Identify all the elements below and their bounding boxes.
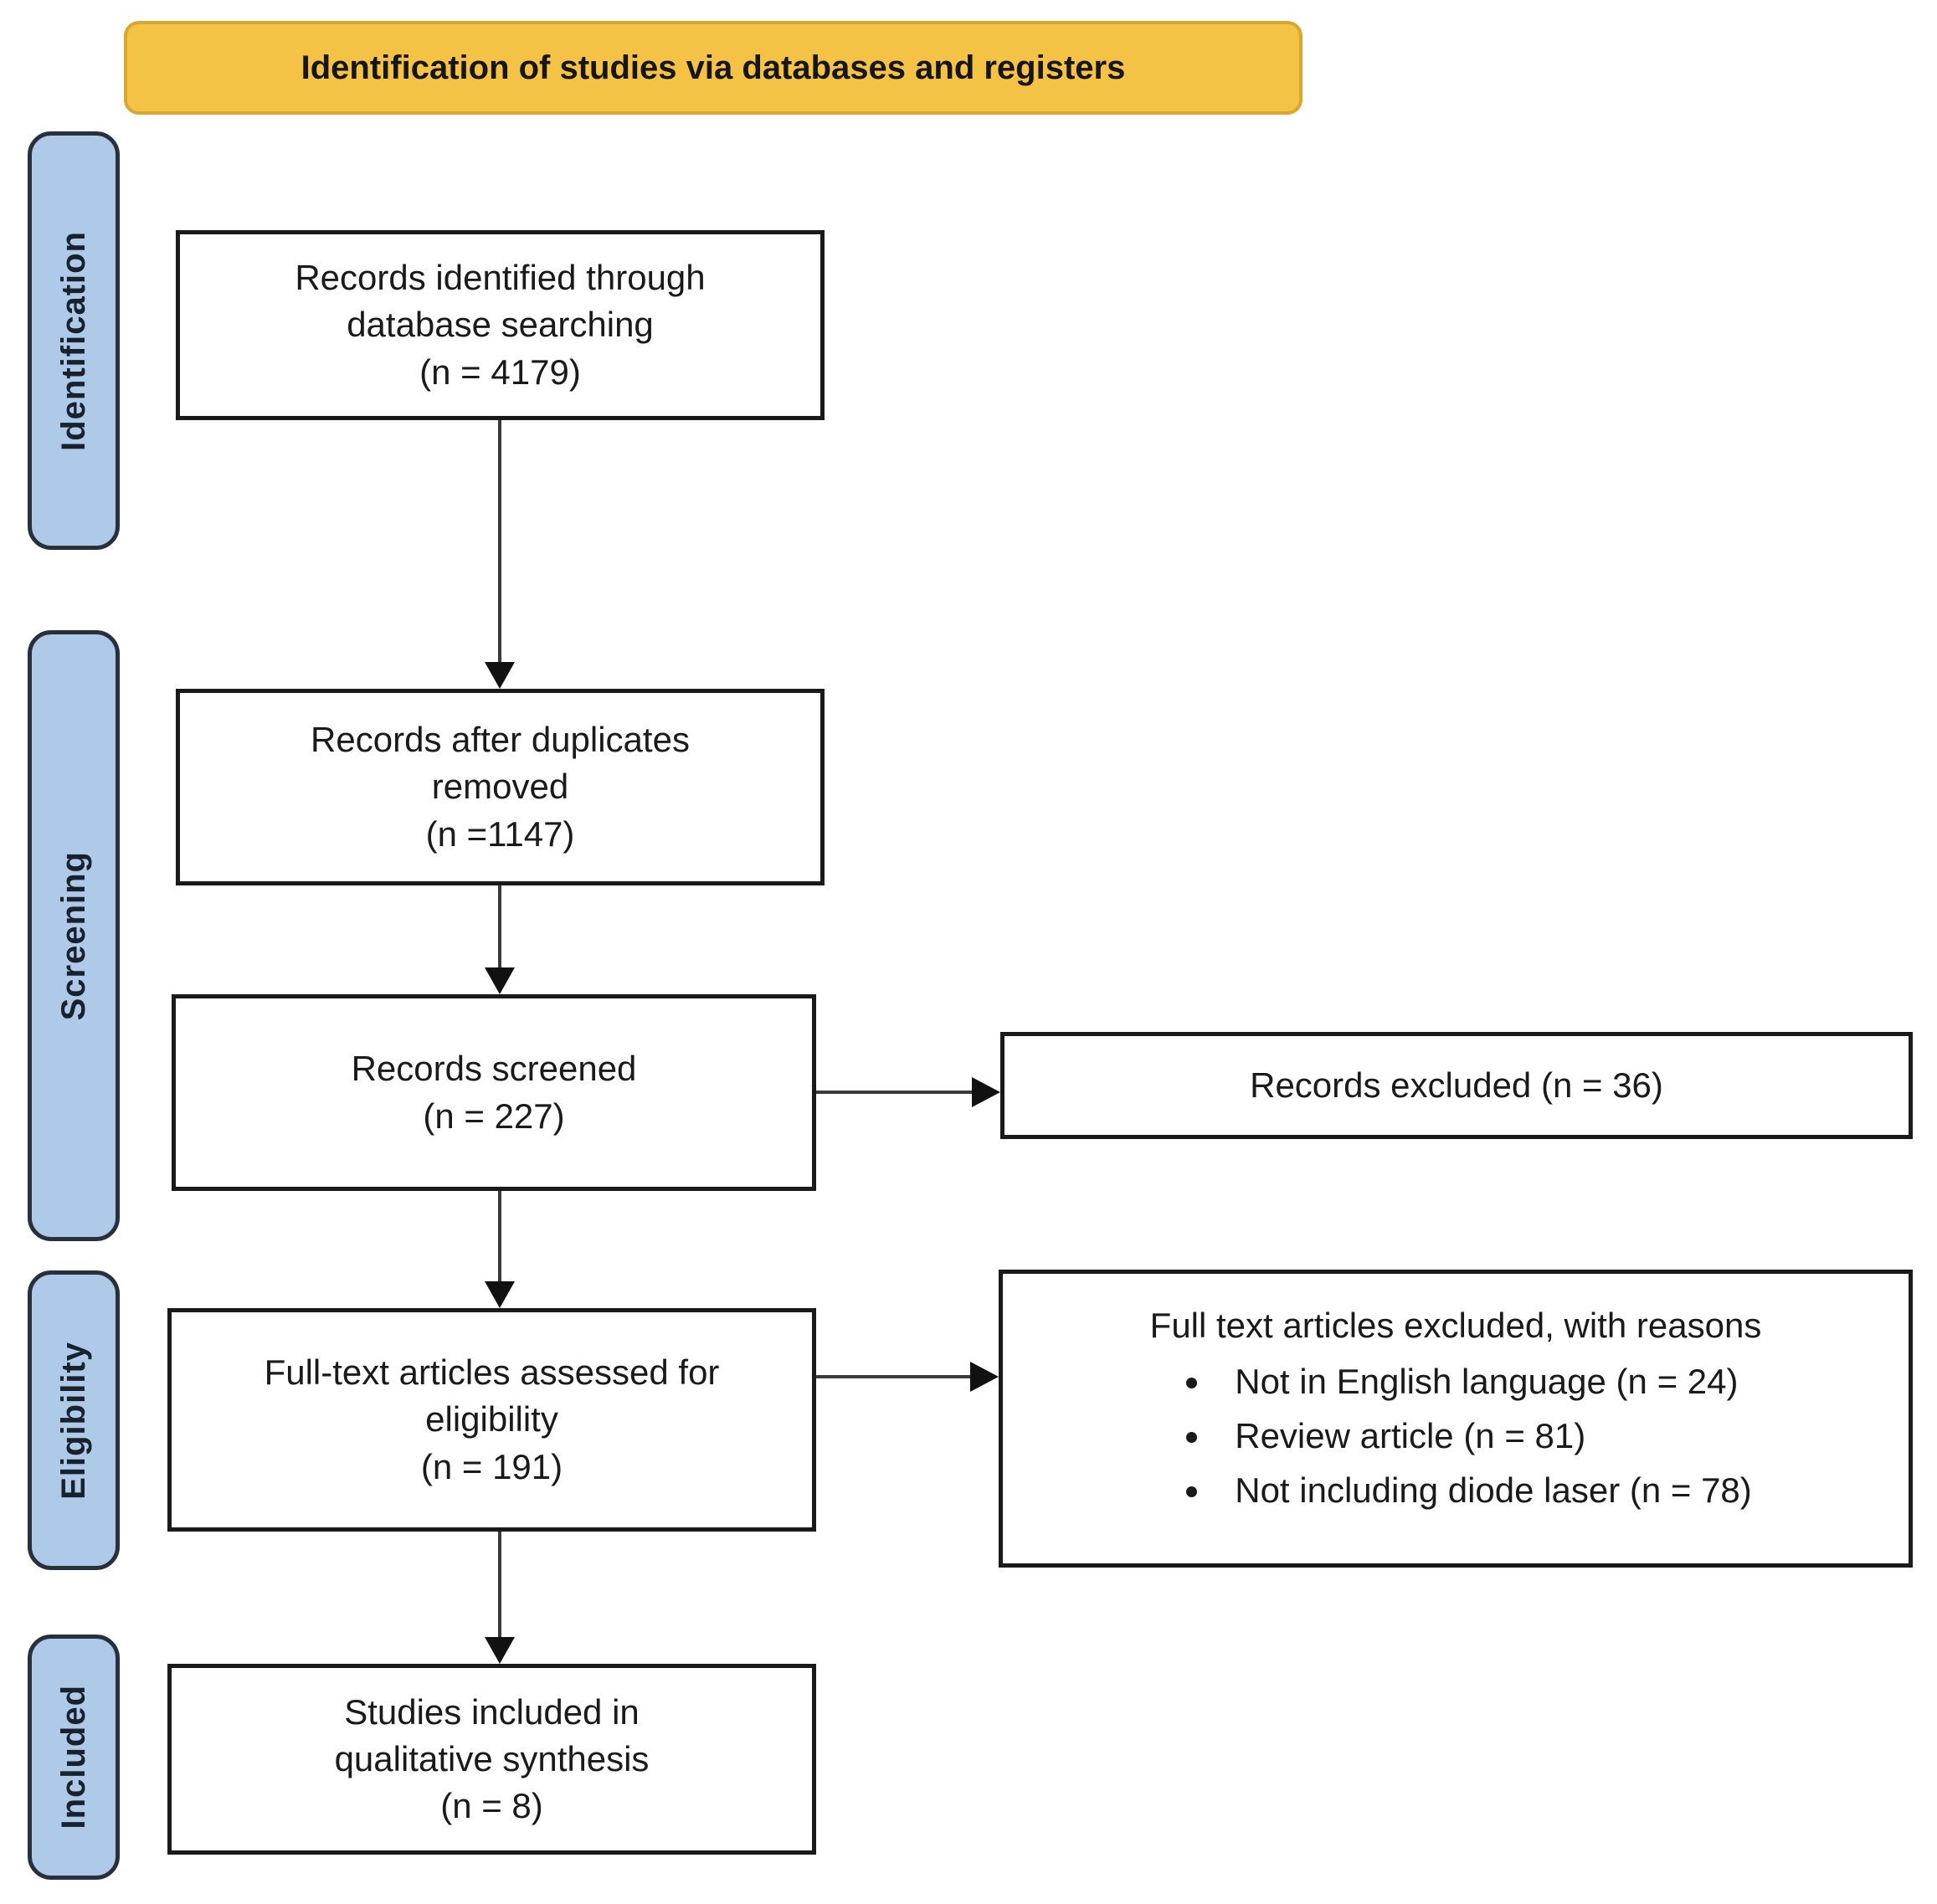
stage-pill-included: Included [28,1635,120,1880]
box-text-line: Records identified through [295,258,706,298]
stage-pill-eligibility: Eligibility [28,1270,120,1570]
arrow-line [498,1191,501,1283]
exclusion-reasons-list: Not in English language (n = 24) Review … [1159,1354,1752,1517]
box-duplicates-removed: Records after duplicates removed (n =114… [176,689,825,885]
box-text-line: Records screened [351,1049,637,1089]
box-text-line: Records excluded (n = 36) [1250,1065,1663,1105]
stage-pill-screening: Screening [28,630,120,1241]
stage-label-eligibility: Eligibility [54,1341,92,1500]
box-records-screened: Records screened (n = 227) [172,994,816,1191]
box-text-line: qualitative synthesis [334,1738,650,1778]
stage-label-included: Included [54,1685,92,1830]
box-fulltext-assessed: Full-text articles assessed for eligibil… [167,1308,816,1532]
box-records-excluded: Records excluded (n = 36) [1000,1032,1913,1139]
arrow-line [816,1375,974,1378]
box-text-line: (n = 8) [440,1786,543,1826]
arrowhead-down-icon [485,1281,515,1308]
exclusion-reason-item: Not in English language (n = 24) [1213,1354,1752,1409]
exclusion-title: Full text articles excluded, with reason… [1149,1306,1762,1345]
arrow-line [816,1091,975,1094]
exclusion-reason-item: Not including diode laser (n = 78) [1213,1463,1752,1517]
stage-label-identification: Identification [54,230,92,451]
box-text-line: database searching [347,305,654,345]
arrowhead-down-icon [485,1637,515,1664]
box-fulltext-excluded: Full text articles excluded, with reason… [999,1270,1913,1568]
box-text-line: (n = 227) [423,1096,565,1136]
stage-label-screening: Screening [54,850,92,1021]
banner-title: Identification of studies via databases … [124,21,1302,115]
box-text-line: eligibility [425,1399,558,1440]
arrow-line [498,885,501,969]
arrowhead-down-icon [485,967,515,994]
box-text-line: (n = 4179) [419,352,581,392]
arrow-line [498,420,501,663]
box-records-identified: Records identified through database sear… [176,230,825,420]
stage-pill-identification: Identification [28,131,120,550]
exclusion-reason-item: Review article (n = 81) [1213,1409,1752,1463]
box-studies-included: Studies included in qualitative synthesi… [167,1664,816,1855]
box-text-line: Records after duplicates [311,720,690,760]
arrowhead-right-icon [970,1362,999,1392]
arrowhead-down-icon [485,662,515,689]
box-text-line: (n =1147) [425,813,575,854]
box-text-line: Studies included in [344,1691,640,1732]
arrow-line [498,1532,501,1639]
arrowhead-right-icon [972,1077,1000,1107]
box-text-line: (n = 191) [420,1446,563,1486]
box-text-line: removed [431,767,569,807]
box-text-line: Full-text articles assessed for [264,1352,720,1393]
